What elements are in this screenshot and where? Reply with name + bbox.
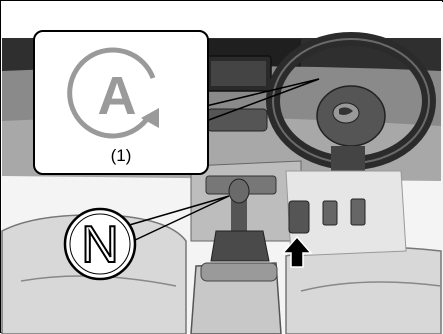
auto-start-stop-indicator-icon: A <box>35 32 207 152</box>
badge-letter: N <box>81 216 119 274</box>
auto-start-stop-callout: A (1) <box>33 30 209 175</box>
symbol-letter: A <box>98 66 137 126</box>
callout-label: (1) <box>35 146 207 166</box>
neutral-position-icon: N <box>62 206 138 282</box>
